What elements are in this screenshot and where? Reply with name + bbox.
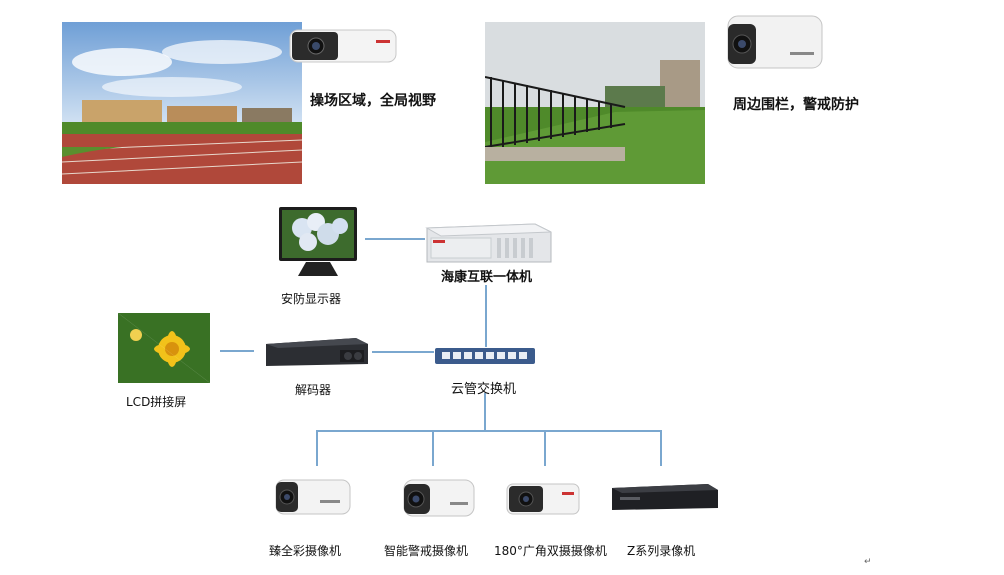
server-to-switch-link <box>485 285 487 347</box>
playground-photo <box>62 22 302 184</box>
lcd-wall-icon <box>117 312 211 384</box>
bus-drop-4 <box>660 430 662 466</box>
lcd-wall-label: LCD拼接屏 <box>126 395 187 409</box>
fence-caption: 周边围栏，警戒防护 <box>733 97 859 113</box>
server-label: 海康互联一体机 <box>441 270 533 285</box>
bus-drop-2 <box>432 430 434 466</box>
switch-label: 云管交换机 <box>451 382 517 397</box>
camera-bus <box>316 430 662 432</box>
bus-drop-3 <box>544 430 546 466</box>
nvr-icon <box>610 482 720 512</box>
fence-photo <box>485 22 705 184</box>
dual-lens-camera-icon <box>286 26 400 68</box>
smart-alert-camera-icon <box>400 474 478 524</box>
decoder-label: 解码器 <box>295 383 332 397</box>
server-icon <box>425 222 553 266</box>
monitor-to-server-link <box>365 238 425 240</box>
bullet-camera-icon <box>724 12 824 78</box>
wide-angle-dual-camera-icon <box>504 478 582 520</box>
camera-label-4: Z系列录像机 <box>627 544 696 558</box>
lcd-to-decoder-link <box>220 350 254 352</box>
monitor-label: 安防显示器 <box>281 292 342 306</box>
return-mark-icon: ↵ <box>864 557 872 567</box>
monitor-icon <box>278 206 358 278</box>
camera-label-3: 180°广角双摄摄像机 <box>494 544 607 558</box>
bus-drop-1 <box>316 430 318 466</box>
switch-icon <box>434 346 536 366</box>
decoder-to-switch-link <box>372 351 434 353</box>
camera-label-1: 臻全彩摄像机 <box>269 544 342 558</box>
decoder-icon <box>264 336 370 368</box>
full-color-camera-icon <box>274 474 352 522</box>
switch-to-bus-link <box>484 393 486 431</box>
camera-label-2: 智能警戒摄像机 <box>384 544 469 558</box>
playground-caption: 操场区域，全局视野 <box>310 93 436 109</box>
